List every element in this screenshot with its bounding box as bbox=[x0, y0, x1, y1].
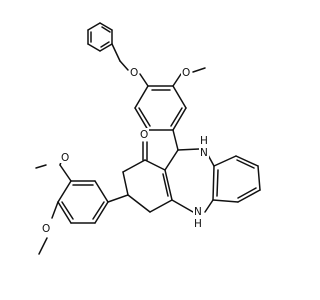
bond bbox=[38, 237, 48, 255]
bond bbox=[204, 199, 214, 213]
bond bbox=[212, 199, 239, 203]
bond bbox=[177, 148, 200, 151]
bond-inner bbox=[236, 159, 255, 169]
bond bbox=[164, 169, 173, 201]
atom-label-bg bbox=[199, 134, 209, 158]
atom-o-ketone: O bbox=[140, 129, 148, 141]
bond bbox=[35, 164, 47, 169]
bond bbox=[122, 171, 129, 196]
bond bbox=[122, 159, 146, 173]
molecule-canvas: O O H N O N H O O bbox=[35, 22, 261, 255]
bond bbox=[94, 201, 109, 224]
atom-o-methoxy-left-lower: O bbox=[42, 223, 50, 235]
bond bbox=[149, 199, 173, 213]
atom-h-upper-amine: H bbox=[200, 135, 208, 147]
bond bbox=[144, 159, 166, 171]
atom-label-bg bbox=[60, 151, 70, 163]
atom-label-bg bbox=[193, 205, 203, 229]
bond bbox=[172, 129, 179, 151]
bond bbox=[139, 73, 149, 87]
bond-inner bbox=[92, 201, 105, 220]
bond bbox=[99, 22, 113, 31]
bond bbox=[51, 201, 59, 219]
bond bbox=[134, 107, 149, 131]
atom-label-bg bbox=[139, 128, 149, 140]
bond bbox=[87, 22, 101, 31]
bonds-layer bbox=[35, 22, 261, 255]
bond bbox=[257, 165, 261, 191]
bond-inner bbox=[100, 41, 110, 48]
atom-o-methoxy-left-upper: O bbox=[61, 152, 69, 164]
bond-inner bbox=[138, 107, 151, 127]
bond-inner bbox=[216, 169, 219, 197]
bond bbox=[213, 155, 237, 167]
bond bbox=[212, 165, 215, 201]
bond bbox=[111, 43, 121, 62]
bond bbox=[237, 189, 261, 203]
bond bbox=[164, 149, 179, 171]
bond bbox=[119, 60, 129, 71]
bond bbox=[172, 85, 187, 109]
bond bbox=[57, 201, 72, 224]
bond bbox=[134, 85, 149, 109]
bond bbox=[87, 43, 101, 52]
bond-inner bbox=[237, 187, 257, 199]
bond bbox=[107, 194, 129, 203]
bond-inner bbox=[61, 201, 74, 220]
bond bbox=[192, 67, 206, 73]
bond-inner bbox=[101, 26, 111, 33]
atom-h-lower-amine: H bbox=[194, 218, 202, 230]
bond bbox=[94, 180, 109, 203]
bond bbox=[235, 155, 259, 167]
bond bbox=[59, 164, 72, 182]
bond bbox=[172, 73, 182, 87]
bond bbox=[99, 43, 113, 52]
atom-label-bg bbox=[181, 66, 191, 78]
bond bbox=[172, 107, 187, 131]
atom-n-upper-amine: N bbox=[200, 147, 208, 159]
atom-n-lower-amine: N bbox=[194, 206, 202, 218]
bond bbox=[171, 199, 194, 213]
bond-inner bbox=[170, 107, 183, 127]
bond bbox=[57, 180, 72, 203]
atom-labels: O O H N O N H O O bbox=[41, 66, 209, 235]
bond-inner bbox=[162, 173, 169, 197]
atom-label-bg bbox=[129, 66, 139, 78]
bond bbox=[127, 194, 151, 213]
atom-label-bg bbox=[41, 222, 51, 234]
molecule-structure: O O H N O N H O O bbox=[35, 22, 261, 255]
atom-o-benzyloxy: O bbox=[130, 67, 138, 79]
atom-o-methoxy-top: O bbox=[182, 67, 190, 79]
